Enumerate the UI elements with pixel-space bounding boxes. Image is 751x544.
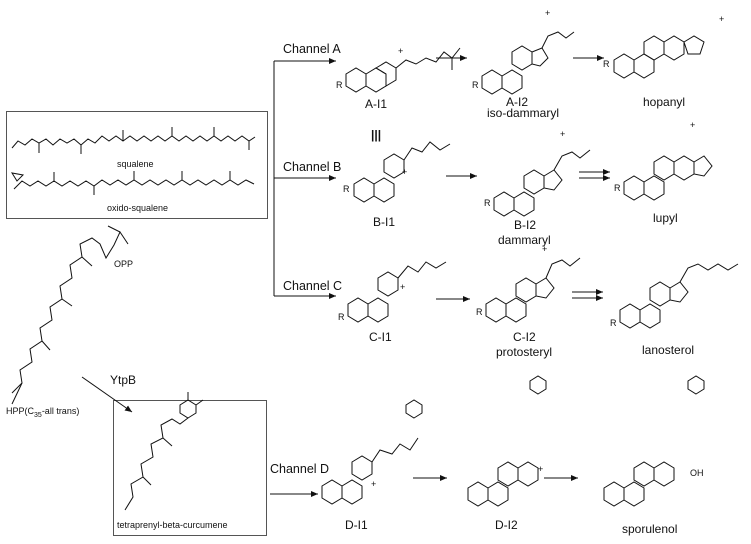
curcumene-label: tetraprenyl-beta-curcumene bbox=[117, 520, 228, 530]
d-i2-label: D-I2 bbox=[495, 518, 518, 532]
d-i1-label: D-I1 bbox=[345, 518, 368, 532]
r-group-label: R bbox=[614, 183, 621, 193]
curcumene-box bbox=[113, 400, 267, 536]
squalene-label: squalene bbox=[117, 159, 154, 169]
channel-c-label: Channel C bbox=[283, 279, 343, 293]
carbocation-label: + bbox=[538, 464, 544, 474]
ring-scaffolds bbox=[321, 31, 739, 507]
carbocation-label: + bbox=[690, 120, 696, 130]
equivalence-symbol: ||| bbox=[371, 128, 382, 142]
r-group-label: R bbox=[338, 312, 345, 322]
enzyme-label: YtpB bbox=[110, 373, 137, 387]
carbocation-label: + bbox=[542, 244, 548, 254]
carbocation-label: + bbox=[560, 129, 566, 139]
hpp-structure bbox=[11, 230, 129, 394]
oxido-squalene-label: oxido-squalene bbox=[107, 203, 169, 213]
hpp-label: HPP(C35-all trans) bbox=[6, 406, 80, 419]
oxido-squalene-structure bbox=[13, 179, 255, 190]
c-i2-label: C-I2 bbox=[513, 330, 536, 344]
r-group-label: R bbox=[484, 198, 491, 208]
hydroxyl-label: OH bbox=[690, 468, 704, 478]
carbocation-label: + bbox=[402, 167, 408, 177]
a-i1-label: A-I1 bbox=[365, 97, 388, 111]
channel-a-label: Channel A bbox=[283, 42, 341, 56]
r-group-label: R bbox=[603, 59, 610, 69]
r-group-label: R bbox=[610, 318, 617, 328]
lanosterol-label: lanosterol bbox=[642, 343, 695, 357]
c-i1-label: C-I1 bbox=[369, 330, 392, 344]
hopanyl-label: hopanyl bbox=[643, 95, 686, 109]
r-group-label: R bbox=[472, 80, 479, 90]
carbocation-label: + bbox=[719, 14, 725, 24]
squalene-structure bbox=[11, 135, 256, 149]
r-group-label: R bbox=[336, 80, 343, 90]
a-i2-label: A-I2 bbox=[506, 95, 529, 109]
channel-d-label: Channel D bbox=[270, 462, 330, 476]
b-i2-name-label: dammaryl bbox=[498, 233, 551, 247]
b-i2-label: B-I2 bbox=[514, 218, 537, 232]
sporulenol-label: sporulenol bbox=[622, 522, 678, 536]
r-group-label: R bbox=[343, 184, 350, 194]
carbocation-label: + bbox=[398, 46, 404, 56]
a-i2-name-label: iso-dammaryl bbox=[487, 106, 560, 120]
substrate-box bbox=[6, 111, 268, 219]
r-group-label: R bbox=[476, 307, 483, 317]
c-i2-name-label: protosteryl bbox=[496, 345, 553, 359]
opp-label: OPP bbox=[114, 259, 134, 269]
lupyl-label: lupyl bbox=[653, 211, 678, 225]
curcumene-structure bbox=[124, 417, 189, 511]
carbocation-label: + bbox=[545, 8, 551, 18]
b-i1-label: B-I1 bbox=[373, 215, 396, 229]
carbocation-label: + bbox=[371, 479, 377, 489]
carbocation-label: + bbox=[400, 282, 406, 292]
channel-b-label: Channel B bbox=[283, 160, 342, 174]
